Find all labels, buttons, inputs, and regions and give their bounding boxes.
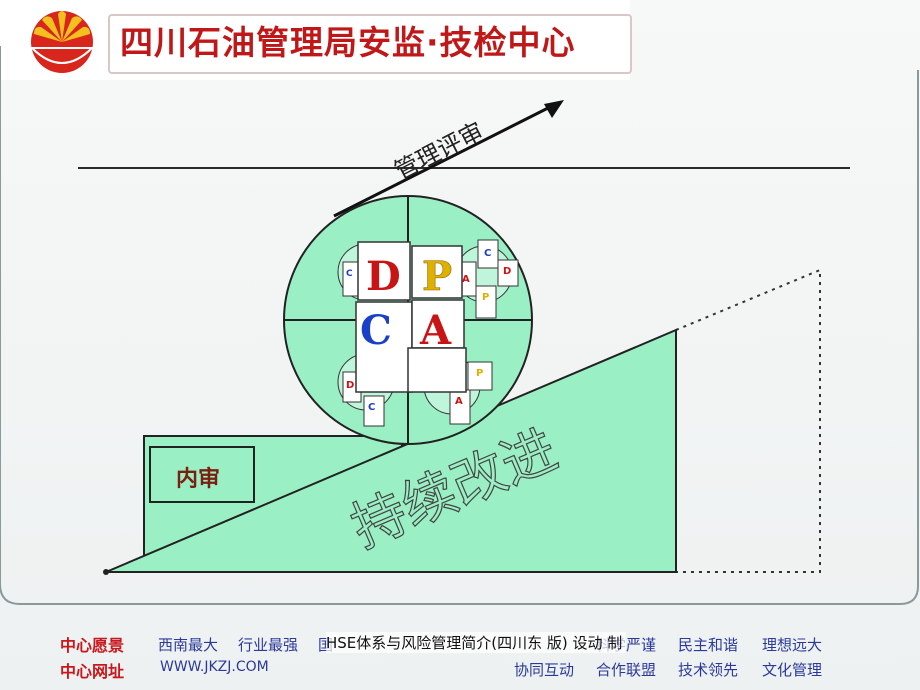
- right-item: 合作联盟: [596, 661, 657, 679]
- internal-audit-label: 内审: [176, 466, 220, 492]
- svg-text:A: A: [462, 274, 470, 285]
- svg-text:D: D: [503, 266, 511, 277]
- pdca-wheel: D P C A C A C D P D C P A: [283, 195, 533, 445]
- right-item: 文化管理: [762, 661, 823, 679]
- footer: 中心愿景 西南最大 行业最强 国 中心网址 WWW.JKZJ.COM 科学严谨 …: [60, 626, 920, 690]
- svg-text:A: A: [455, 396, 463, 407]
- svg-text:C: C: [484, 248, 491, 259]
- pdca-letter-d: D: [366, 253, 401, 300]
- improvement-ramp: [105, 328, 677, 573]
- petrochina-logo-icon: [29, 11, 95, 73]
- page-title: 四川石油管理局安监·技检中心: [120, 23, 576, 62]
- website-link[interactable]: WWW.JKZJ.COM: [160, 659, 269, 675]
- slide-frame: [0, 46, 919, 605]
- website-label: 中心网址: [60, 662, 125, 681]
- svg-text:P: P: [476, 368, 483, 379]
- vision-item: 西南最大: [158, 636, 219, 654]
- svg-text:C: C: [368, 402, 375, 413]
- right-item: 民主和谐: [678, 636, 739, 654]
- svg-text:P: P: [482, 292, 489, 303]
- vision-item: 行业最强: [238, 636, 299, 654]
- right-item: 理想远大: [762, 636, 823, 654]
- review-arrow: [333, 102, 557, 218]
- right-item: 技术领先: [678, 661, 739, 679]
- pdca-letter-c: C: [360, 307, 392, 354]
- document-caption: HSE体系与风险管理简介(四川东 版) 设动 制: [326, 632, 626, 653]
- review-arrowhead: [544, 100, 564, 118]
- pdca-letter-p: P: [422, 253, 452, 300]
- svg-text:D: D: [346, 380, 354, 391]
- svg-text:C: C: [346, 269, 353, 279]
- pdca-letter-a: A: [419, 307, 452, 354]
- pdca-diagram: 管理评审 内审 持续改进: [0, 46, 919, 605]
- internal-audit-label-box: [149, 446, 255, 503]
- dotted-projection: [675, 268, 821, 573]
- right-item: 协同互动: [514, 661, 575, 679]
- vision-label: 中心愿景: [60, 636, 125, 655]
- header: 四川石油管理局安监·技检中心: [0, 0, 632, 80]
- ramp-start-dot: [103, 569, 109, 575]
- title-banner: [108, 14, 632, 74]
- management-review-label: 管理评审: [390, 117, 488, 186]
